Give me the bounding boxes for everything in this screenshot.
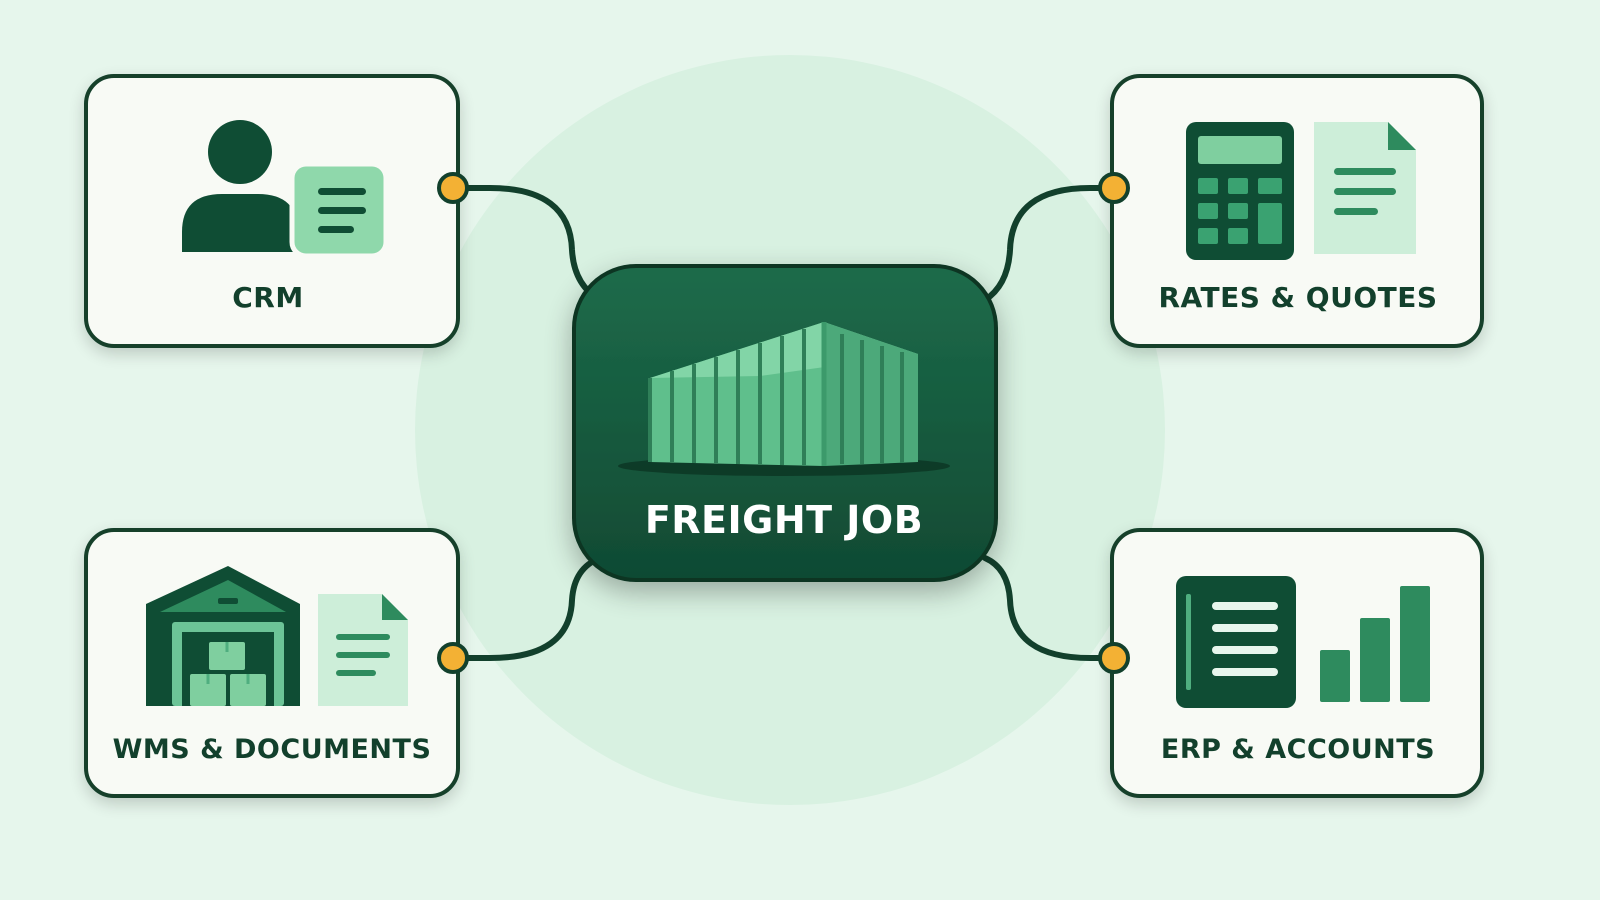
- connector-dot-rates: [1098, 172, 1130, 204]
- customer-profile-icon: [182, 120, 389, 259]
- connectors: [455, 185, 1135, 661]
- center-label: FREIGHT JOB: [645, 498, 923, 542]
- node-card-crm[interactable]: CRM: [84, 74, 460, 348]
- connector-dots: [437, 172, 1130, 674]
- ledger-bar-chart-icon: [1176, 576, 1430, 708]
- connector-wms: [455, 555, 603, 661]
- calculator-document-icon: [1186, 122, 1416, 260]
- node-card-wms-documents[interactable]: WMS & DOCUMENTS: [84, 528, 460, 798]
- node-card-erp-accounts[interactable]: ERP & ACCOUNTS: [1110, 528, 1484, 798]
- connector-dot-erp: [1098, 642, 1130, 674]
- shipping-container-icon: [618, 322, 950, 476]
- node-label-erp-accounts: ERP & ACCOUNTS: [1161, 734, 1435, 765]
- connector-dot-crm: [437, 172, 469, 204]
- node-label-crm: CRM: [232, 281, 303, 314]
- connector-dot-wms: [437, 642, 469, 674]
- node-card-rates-quotes[interactable]: RATES & QUOTES: [1110, 74, 1484, 348]
- connector-crm: [455, 185, 603, 303]
- center-node-freight-job[interactable]: FREIGHT JOB: [572, 264, 998, 582]
- warehouse-document-icon: [146, 566, 408, 706]
- connector-erp: [982, 555, 1135, 661]
- node-label-rates-quotes: RATES & QUOTES: [1158, 281, 1437, 314]
- connector-rates: [982, 185, 1135, 303]
- node-label-wms-documents: WMS & DOCUMENTS: [113, 734, 432, 765]
